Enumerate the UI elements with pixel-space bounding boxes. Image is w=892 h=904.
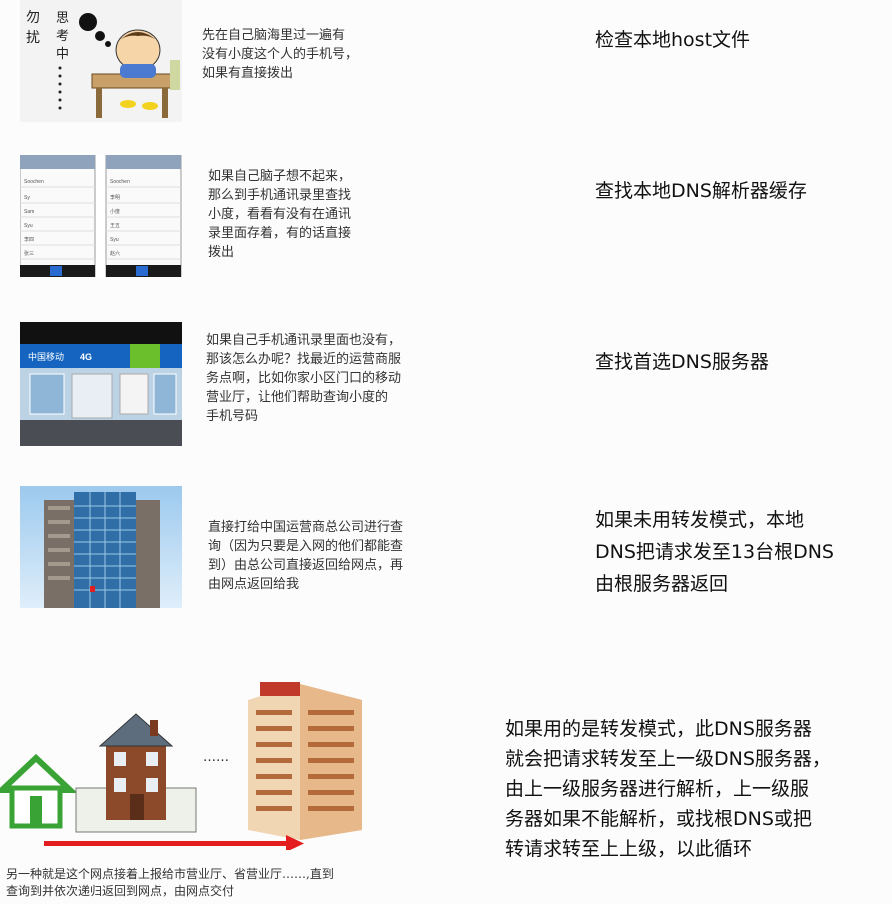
apartment-tower-icon [248,682,362,840]
svg-text:扰: 扰 [26,30,40,46]
step-2-title: 查找本地DNS解析器缓存 [595,180,807,202]
svg-text:思: 思 [56,11,69,26]
svg-text:勿: 勿 [26,10,40,26]
step-1-title: 检查本地host文件 [595,29,751,51]
svg-text:中: 中 [56,47,69,62]
brick-house-icon [75,713,197,833]
office-tower-image [20,486,182,608]
svg-text:Sy: Sy [24,195,30,201]
svg-text:Soochen: Soochen [110,179,130,185]
svg-text:李四: 李四 [24,236,34,243]
mobile-store-photo-icon: 中国移动 4G [20,322,182,446]
mobile-store-image: 中国移动 4G [20,322,182,446]
step-3-description: 如果自己手机通讯录里面也没有， 那该怎么办呢？找最近的运营商服 务点啊，比如你家… [206,333,402,424]
svg-text:4G: 4G [80,352,92,362]
svg-text:Sam: Sam [24,209,34,215]
svg-text:李明: 李明 [110,194,120,201]
step-3-title: 查找首选DNS服务器 [595,351,769,373]
svg-text:考: 考 [56,29,69,44]
forwarding-caption: 另一种就是这个网点接着上报给市营业厅、省营业厅……,直到 查询到并依次递归返回到… [6,867,334,898]
step-4-description: 直接打给中国运营商总公司进行查 询（因为只要是入网的他们都能查 到）由总公司直接… [208,520,404,592]
svg-text:小度: 小度 [110,208,120,215]
forwarding-description: 如果用的是转发模式，此DNS服务器 就会把请求转发至上一级DNS服务器， 由上一… [505,718,831,860]
red-arrow-icon [44,835,304,850]
svg-text:Syu: Syu [110,237,119,243]
green-house-icon [0,753,78,829]
forwarding-diagram [0,682,362,850]
svg-text:王五: 王五 [110,223,120,229]
svg-text:赵六: 赵六 [110,250,120,257]
office-tower-photo-icon [20,486,182,608]
thinking-boy-illustration-icon: 勿 扰 思 考 中 [26,10,180,118]
forwarding-ellipsis: …… [203,750,229,765]
svg-text:Soochen: Soochen [24,179,44,185]
svg-text:Syu: Syu [24,223,33,229]
step-2-description: 如果自己脑子想不起来， 那么到手机通讯录里查找 小度，看看有没有在通讯 录里面存… [208,169,352,260]
svg-text:张三: 张三 [24,250,34,257]
svg-text:中国移动: 中国移动 [28,351,64,362]
step-1-description: 先在自己脑海里过一遍有 没有小度这个人的手机号， 如果有直接拨出 [202,28,359,81]
step-4-title: 如果未用转发模式，本地 DNS把请求发至13台根DNS 由根服务器返回 [595,509,834,595]
thinking-boy-image: 勿 扰 思 考 中 [20,0,182,122]
